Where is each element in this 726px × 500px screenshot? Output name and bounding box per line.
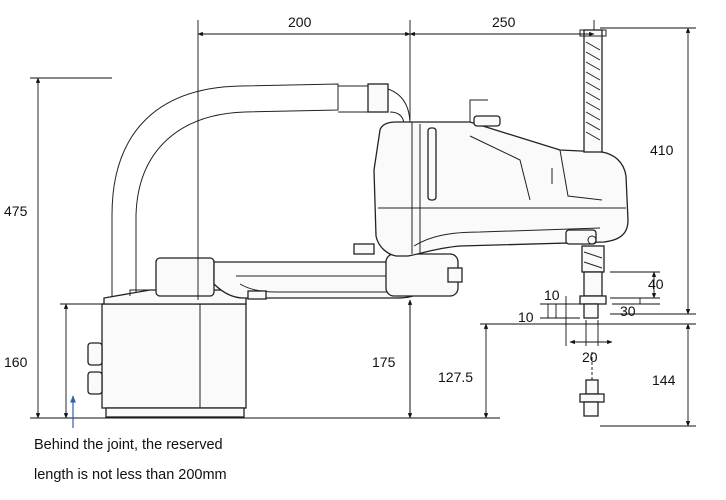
ball-screw — [583, 29, 603, 153]
second-arm — [373, 121, 629, 257]
dim-160: 160 — [4, 354, 28, 370]
dim-20: 20 — [582, 349, 598, 365]
dim-10-lower: 10 — [518, 309, 534, 325]
dim-144: 144 — [652, 372, 676, 388]
dim-40: 40 — [648, 276, 664, 292]
dimension-labels: 200 250 475 410 160 175 127.5 144 40 30 … — [4, 14, 676, 388]
dim-127-5: 127.5 — [438, 369, 473, 385]
note-line-2: length is not less than 200mm — [34, 467, 227, 483]
dim-10-upper: 10 — [544, 287, 560, 303]
cable-hose — [111, 83, 339, 298]
dim-200: 200 — [288, 14, 312, 30]
dim-410: 410 — [650, 142, 674, 158]
robot-outline — [87, 29, 629, 418]
dimension-lines — [35, 27, 691, 427]
robot-base — [101, 303, 247, 409]
dim-475: 475 — [4, 203, 28, 219]
dim-250: 250 — [492, 14, 516, 30]
note-line-1: Behind the joint, the reserved — [34, 437, 223, 453]
dim-30: 30 — [620, 303, 636, 319]
dim-175: 175 — [372, 354, 396, 370]
